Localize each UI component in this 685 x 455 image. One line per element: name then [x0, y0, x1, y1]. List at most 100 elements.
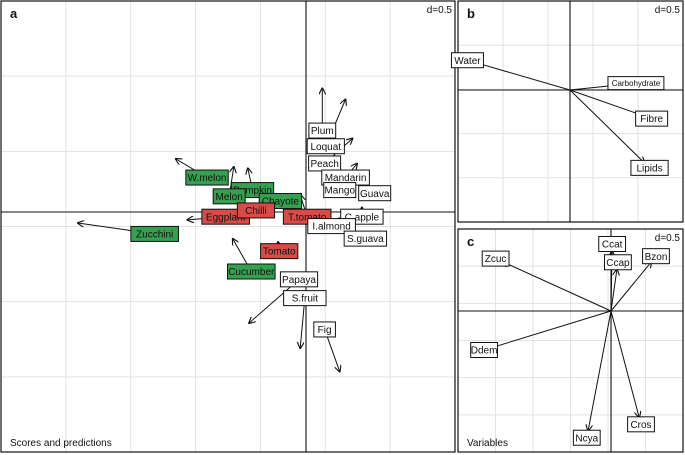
point-zucchini-box — [130, 225, 179, 242]
point-i-almond: I.almond — [307, 218, 356, 235]
variable-ccat-box — [598, 235, 627, 252]
point-guava: Guava — [358, 185, 392, 202]
point-s-guava-label: S.guava — [347, 234, 384, 245]
variable-ddem: Ddem — [470, 341, 498, 358]
vector-cros — [610, 310, 639, 418]
point-papaya-box — [279, 271, 319, 288]
point-melon-box — [212, 188, 246, 205]
variable-ccat-label: Ccat — [602, 240, 623, 251]
point-s-fruit-box — [283, 290, 327, 307]
point-w-melon: W.melon — [185, 169, 229, 186]
variable-carbohydrate-label: Carbohydrate — [612, 79, 661, 88]
point-loquat-label: Loquat — [310, 142, 341, 153]
point-loquat: Loquat — [306, 138, 345, 155]
vector-fibre — [569, 89, 645, 116]
point-peach: Peach — [308, 155, 342, 172]
panel-border — [0, 0, 456, 453]
panel-letter: a — [10, 6, 18, 21]
vector-lipids — [569, 89, 645, 163]
variable-lipids: Lipids — [630, 159, 669, 176]
point-tomato-box — [260, 243, 299, 260]
point-tomato-label: Tomato — [263, 247, 296, 258]
point-chilli-box — [236, 202, 276, 219]
point-w-melon-label: W.melon — [188, 173, 227, 184]
point-chilli-label: Chilli — [245, 206, 267, 217]
variable-ccap-label: Ccap — [606, 258, 630, 269]
point-plum-box — [308, 122, 337, 139]
panel-letter: b — [467, 6, 475, 21]
point-cucumber-box — [226, 263, 276, 280]
variable-zcuc-box — [481, 250, 510, 267]
point-tomato: Tomato — [260, 243, 299, 260]
variable-carbohydrate-box — [607, 76, 665, 91]
point-chayote-label: Chayote — [262, 197, 300, 208]
variable-ccap-box — [604, 254, 632, 271]
point-papaya-label: Papaya — [282, 275, 316, 286]
point-cucumber-label: Cucumber — [228, 267, 275, 278]
variable-ncya: Ncya — [572, 429, 601, 446]
variable-zcuc: Zcuc — [481, 250, 510, 267]
point-melon: Melon — [212, 188, 246, 205]
point-cucumber: Cucumber — [226, 263, 276, 280]
point-s-fruit: S.fruit — [283, 290, 327, 307]
variable-ccap: Ccap — [604, 254, 632, 271]
vector-ddem — [491, 310, 612, 348]
point-mango-label: Mango — [324, 186, 355, 197]
vector-zcuc — [502, 261, 612, 312]
point-zucchini: Zucchini — [130, 225, 179, 242]
scale-label: d=0.5 — [655, 5, 681, 16]
point-i-almond-box — [307, 218, 356, 235]
variable-cros-box — [627, 416, 655, 433]
variable-bzon: Bzon — [642, 248, 670, 265]
point-mango-box — [323, 182, 357, 199]
point-plum: Plum — [308, 122, 337, 139]
point-mango: Mango — [323, 182, 357, 199]
variable-lipids-box — [630, 159, 669, 176]
variable-bzon-box — [642, 248, 670, 265]
point-fig-label: Fig — [318, 325, 332, 336]
point-plum-label: Plum — [311, 126, 334, 137]
variable-water: Water — [450, 52, 484, 69]
variable-ccat: Ccat — [598, 235, 627, 252]
variable-water-label: Water — [454, 56, 481, 67]
variable-ncya-label: Ncya — [575, 433, 598, 444]
variable-cros-label: Cros — [630, 420, 651, 431]
panel-border — [457, 0, 684, 223]
variable-water-box — [450, 52, 484, 69]
scale-label: d=0.5 — [655, 233, 681, 244]
vector-water — [474, 62, 571, 91]
variable-zcuc-label: Zcuc — [485, 254, 507, 265]
panel-letter: c — [467, 234, 474, 249]
variable-carbohydrate: Carbohydrate — [607, 76, 665, 91]
panel-caption: Scores and predictions — [10, 438, 112, 449]
variable-ddem-box — [470, 341, 498, 358]
point-peach-label: Peach — [310, 159, 338, 170]
panel-border — [457, 228, 684, 453]
point-t-tomato-label: T.tomato — [288, 212, 327, 223]
variable-cros: Cros — [627, 416, 655, 433]
scale-label: d=0.5 — [427, 5, 453, 16]
panel-caption: Variables — [467, 438, 508, 449]
vector-ccap — [610, 269, 617, 312]
point-c-apple-label: C.apple — [345, 212, 380, 223]
arrow-s-fruit — [300, 298, 306, 348]
point-s-guava-box — [343, 230, 388, 247]
point-guava-box — [358, 185, 392, 202]
point-fig-box — [313, 321, 336, 338]
point-eggplant-label: Eggplant — [206, 212, 246, 223]
variable-lipids-label: Lipids — [636, 163, 662, 174]
variable-fibre-box — [635, 110, 669, 127]
variable-fibre-label: Fibre — [640, 114, 663, 125]
vector-bzon — [610, 262, 652, 312]
point-mandarin-label: Mandarin — [325, 173, 367, 184]
variable-bzon-label: Bzon — [645, 252, 668, 263]
point-papaya: Papaya — [279, 271, 319, 288]
point-loquat-box — [306, 138, 345, 155]
